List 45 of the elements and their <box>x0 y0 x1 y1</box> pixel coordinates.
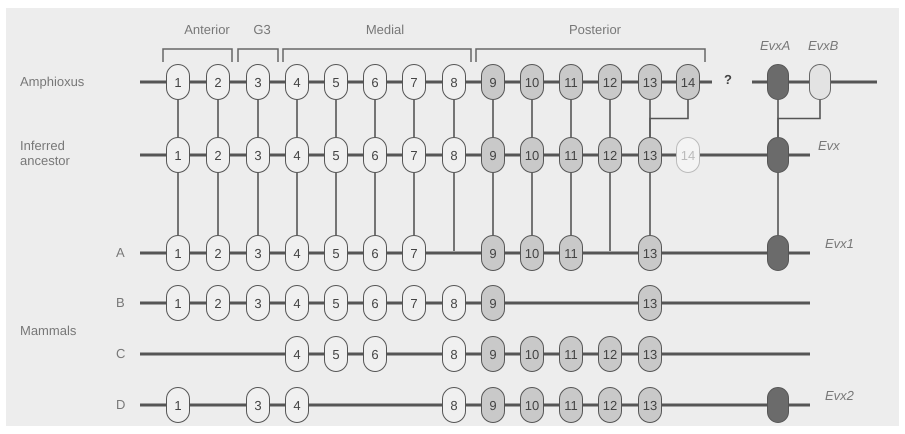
ortholog-line <box>777 173 779 235</box>
ortholog-line <box>413 173 415 235</box>
ortholog-line <box>257 100 259 137</box>
heading: G3 <box>252 22 272 37</box>
row-label: Inferred ancestor <box>20 138 71 168</box>
ortholog-line <box>257 173 259 235</box>
heading: Medial <box>364 22 406 37</box>
ortholog-line <box>453 173 455 251</box>
ortholog-line <box>609 173 611 251</box>
ortholog-line <box>217 100 219 137</box>
ortholog-line <box>649 100 689 137</box>
ortholog-line <box>177 173 179 235</box>
row-label: Amphioxus <box>20 74 84 89</box>
ortholog-line <box>492 173 494 235</box>
gene-label: Evx2 <box>825 388 854 403</box>
ortholog-line <box>492 100 494 137</box>
gene-label: EvxB <box>808 38 838 53</box>
row-label: A <box>116 245 125 260</box>
ortholog-line <box>777 100 821 137</box>
ortholog-line <box>413 100 415 137</box>
gene-label: Evx <box>818 138 840 153</box>
ortholog-line <box>531 100 533 137</box>
ortholog-line <box>531 173 533 235</box>
ortholog-line <box>335 100 337 137</box>
ortholog-line <box>296 100 298 137</box>
gene-label: EvxA <box>760 38 790 53</box>
heading: Posterior <box>568 22 622 37</box>
ortholog-line <box>649 173 651 235</box>
row-label: D <box>116 397 126 412</box>
ortholog-line <box>374 173 376 235</box>
ortholog-line <box>177 100 179 137</box>
row-label: Mammals <box>20 323 76 338</box>
row-label: C <box>116 346 126 361</box>
ortholog-line <box>570 173 572 235</box>
question-mark: ? <box>724 72 732 87</box>
ortholog-line <box>296 173 298 235</box>
ortholog-line <box>335 173 337 235</box>
row-label: B <box>116 295 125 310</box>
ortholog-line <box>609 100 611 137</box>
ortholog-line <box>453 100 455 137</box>
ortholog-line <box>217 173 219 235</box>
heading: Anterior <box>183 22 231 37</box>
ortholog-line <box>570 100 572 137</box>
ortholog-line <box>374 100 376 137</box>
gene-label: Evx1 <box>825 236 854 251</box>
